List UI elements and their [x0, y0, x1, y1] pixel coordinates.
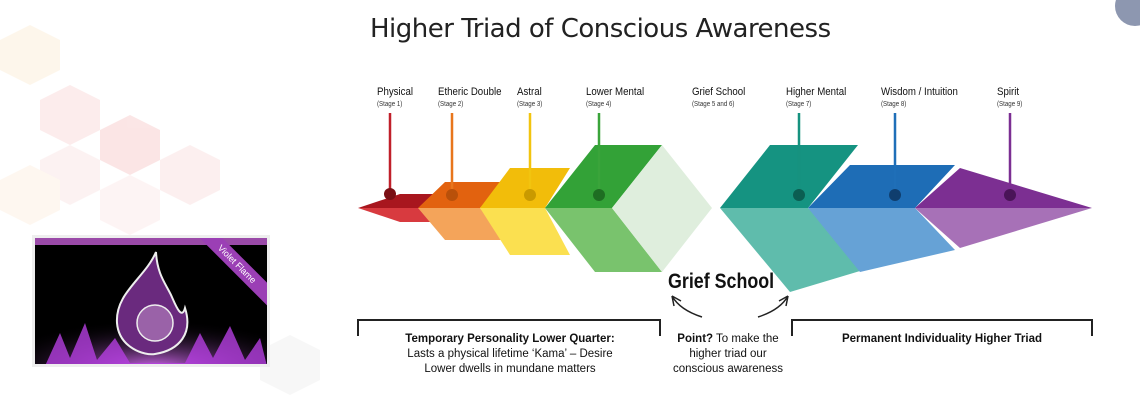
- segment-spirit: [915, 168, 1092, 248]
- higher-triad-text: Permanent Individuality Higher Triad: [841, 333, 1042, 345]
- segment-lower-mental: [545, 145, 662, 272]
- segment-etheric: [418, 182, 505, 240]
- diagram-title: Higher Triad of Conscious Awareness: [370, 14, 831, 44]
- segment-grief-left: [612, 145, 712, 272]
- stage-label-astral: Astral(Stage 3): [517, 86, 543, 108]
- lower-bracket: [357, 319, 661, 336]
- violet-flame-card[interactable]: Violet Flame: [32, 235, 270, 367]
- segment-wisdom: [808, 165, 955, 272]
- card-top-bar: [35, 238, 267, 245]
- segment-physical: [358, 194, 440, 222]
- cycle-arrows: [671, 295, 789, 318]
- stage-label-wisdom: Wisdom / Intuition(Stage 8): [881, 86, 958, 108]
- hexagon-background: [0, 25, 320, 395]
- lower-quarter-text: Temporary Personality Lower Quarter:Last…: [405, 333, 615, 375]
- stage-label-lower-mental: Lower Mental(Stage 4): [586, 86, 645, 108]
- stage-label-grief-school: Grief School(Stage 5 and 6): [692, 86, 746, 108]
- segment-higher-mental: [720, 145, 870, 292]
- stage-label-etheric: Etheric Double(Stage 2): [438, 86, 502, 108]
- stage-pins: [384, 113, 1016, 201]
- higher-bracket: [791, 319, 1093, 336]
- segment-astral: [480, 168, 570, 255]
- violet-flame-logo-icon: [35, 251, 267, 364]
- stage-label-higher-mental: Higher Mental(Stage 7): [786, 86, 847, 108]
- stage-label-spirit: Spirit(Stage 9): [997, 86, 1023, 108]
- stage-label-physical: Physical(Stage 1): [377, 86, 414, 108]
- grief-school-label: Grief School: [668, 270, 775, 293]
